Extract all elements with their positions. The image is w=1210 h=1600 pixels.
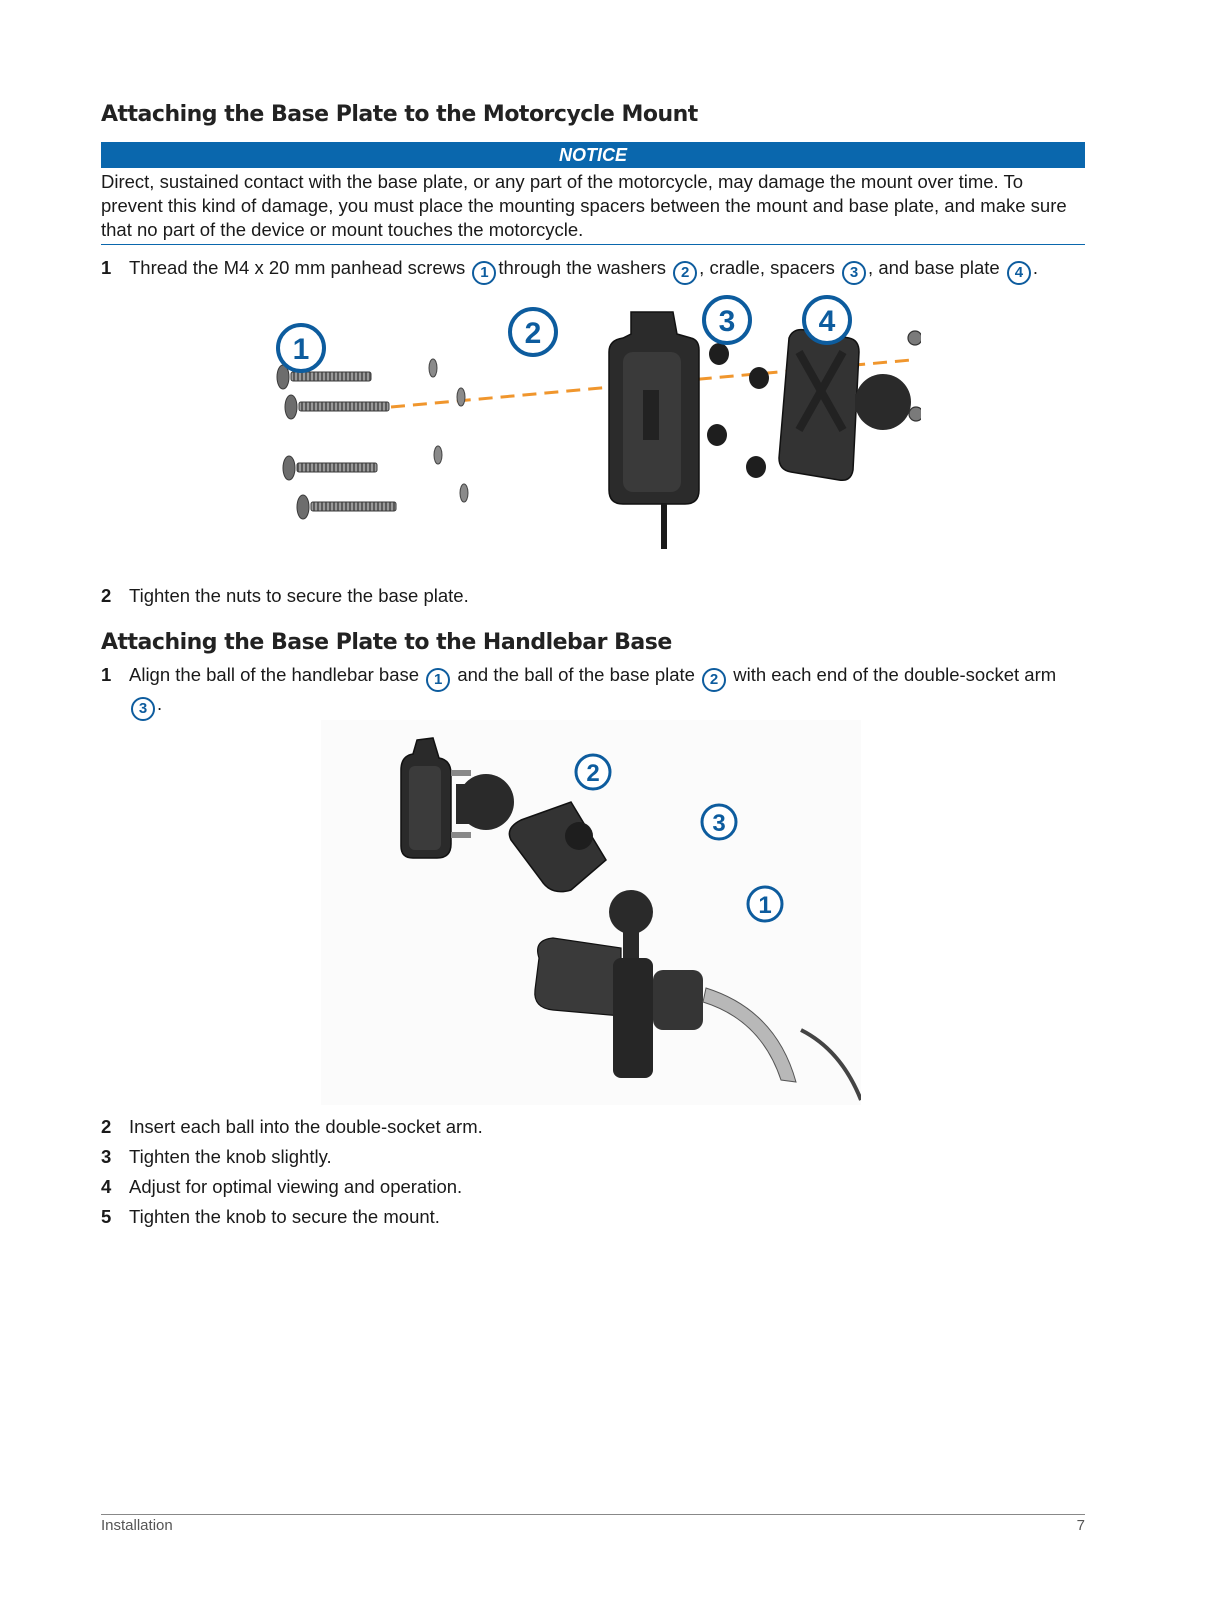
handlebar-base [534,890,861,1101]
figure-callout-3 [702,295,752,345]
notice-bar: NOTICE [101,142,1085,168]
figure-callout-label: 1 [293,333,310,366]
callout-2: 2 [673,261,698,285]
figure-callout-2 [508,307,558,357]
callout-1: 1 [426,668,451,692]
callout-2: 2 [702,668,727,692]
step-text: . [1032,257,1038,278]
step-1-thread-screws: 1 Thread the M4 x 20 mm panhead screws 1… [101,256,1085,285]
base-plate-shape [778,328,911,482]
notice-text: Direct, sustained contact with the base … [101,171,1067,240]
cradle-shape [400,737,471,859]
handlebar-mount-figure: 2 3 1 [321,720,861,1105]
callout-3: 3 [842,261,867,285]
figure-callout-label: 3 [712,810,725,837]
step-2-tighten-nuts: 2 Tighten the nuts to secure the base pl… [101,584,1085,608]
figure-callout-label: 4 [819,305,836,338]
step-text: Adjust for optimal viewing and operation… [129,1176,463,1197]
step-text: , cradle, spacers [699,257,835,278]
step-number: 2 [101,585,112,606]
step-text: Tighten the nuts to secure the base plat… [129,585,469,606]
footer-divider [101,1514,1085,1515]
step-4-adjust: 4 Adjust for optimal viewing and operati… [101,1175,1085,1199]
step-text: and the ball of the base plate [457,664,695,685]
step-text: , and base plate [868,257,1000,278]
figure-callout-1 [276,323,326,373]
step-number: 3 [101,1146,112,1167]
washer-group [428,358,469,503]
step-text: Thread the M4 x 20 mm panhead screws [129,257,466,278]
notice-divider [101,244,1085,245]
step-number: 1 [101,664,112,685]
figure-callout-1 [746,885,784,923]
figure-callout-label: 3 [719,305,736,338]
step-text: Tighten the knob slightly. [129,1146,332,1167]
footer-section-name: Installation [101,1517,173,1534]
callout-1: 1 [472,261,497,285]
step-text: through the washers [498,257,667,278]
cradle-shape [608,311,700,549]
figure-callout-label: 2 [586,760,599,787]
figure-callout-2 [574,753,612,791]
step-2-insert-balls: 2 Insert each ball into the double-socke… [101,1115,1085,1139]
callout-3: 3 [131,697,155,721]
step-1-align-balls: 1 Align the ball of the handlebar base 1… [101,663,1085,721]
section-heading-motorcycle-mount: Attaching the Base Plate to the Motorcyc… [101,102,698,127]
step-5-secure: 5 Tighten the knob to secure the mount. [101,1205,1085,1229]
step-3-tighten-slightly: 3 Tighten the knob slightly. [101,1145,1085,1169]
step-text: Align the ball of the handlebar base [129,664,420,685]
callout-4: 4 [1006,261,1031,285]
figure-callout-label: 1 [758,892,771,919]
step-text: with each end of the double-socket arm [733,664,1057,685]
step-text: . [157,693,163,714]
spacer-group [707,343,769,478]
section-heading-handlebar-base: Attaching the Base Plate to the Handleba… [101,630,672,655]
figure-callout-3 [700,803,738,841]
step-number: 4 [101,1176,112,1197]
figure-callout-label: 2 [525,317,542,350]
step-number: 2 [101,1116,112,1137]
step-number: 5 [101,1206,112,1227]
double-socket-arm [508,801,607,893]
screw-group [276,364,397,520]
figure-callouts [276,295,852,373]
step-text: Tighten the knob to secure the mount. [129,1206,440,1227]
step-number: 1 [101,257,112,278]
exploded-mount-figure: 1 2 3 4 [276,295,921,549]
step-text: Insert each ball into the double-socket … [129,1116,483,1137]
nut-group [907,330,921,422]
figure-callout-4 [802,295,852,345]
footer-page-number: 7 [1076,1517,1085,1534]
